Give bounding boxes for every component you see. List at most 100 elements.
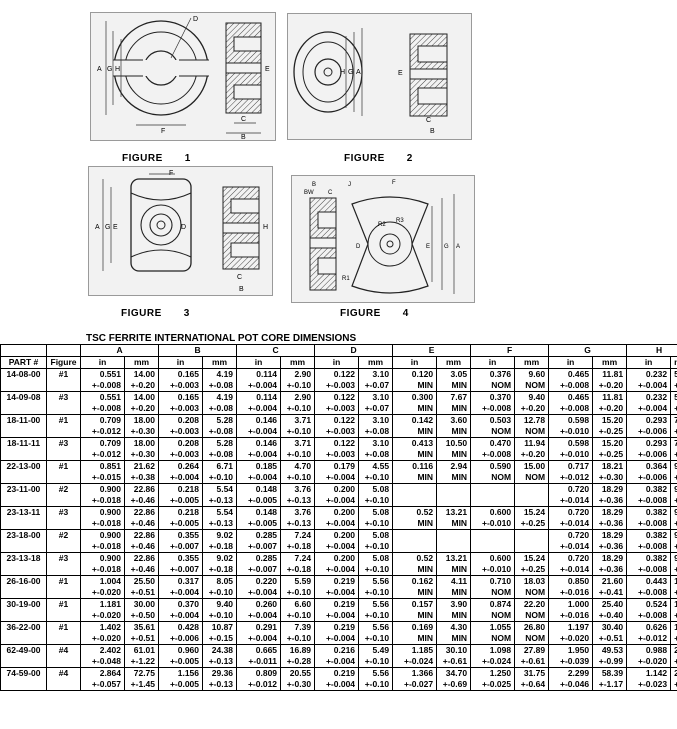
dimension-tolerance: MIN — [392, 472, 438, 484]
dimension-value: 13.21 — [436, 506, 472, 518]
dimension-value: 0.364 — [626, 460, 672, 472]
dimension-value: 22.86 — [123, 506, 160, 518]
dimension-value: 1.142 — [626, 667, 672, 679]
figure-ref-blank — [46, 449, 81, 461]
dimension-tolerance: +-0.10 — [670, 403, 677, 415]
dimension-tolerance: +-0.51 — [123, 587, 160, 599]
dimension-value: 0.219 — [314, 598, 360, 610]
figure-ref: #1 — [46, 621, 81, 633]
dimension-value — [514, 483, 550, 495]
dimension-tolerance: +-0.36 — [592, 564, 628, 576]
dimension-value: 9.60 — [514, 368, 550, 380]
dimension-tolerance: +-0.018 — [80, 541, 125, 553]
part-number: 26-16-00 — [0, 575, 47, 587]
figure-ref-blank — [46, 541, 81, 553]
dimension-value: 0.142 — [392, 414, 438, 426]
dimension-tolerance: MIN — [436, 633, 472, 645]
dimension-value: 0.122 — [314, 368, 360, 380]
dimension-tolerance: +-0.004 — [626, 380, 672, 392]
header-unit-mm: mm — [358, 356, 394, 369]
part-number-blank — [0, 495, 47, 507]
part-number: 36-22-00 — [0, 621, 47, 633]
dimension-value: 0.598 — [548, 414, 594, 426]
dim-label-g: G — [105, 224, 110, 231]
dimension-tolerance: MIN — [436, 472, 472, 484]
header-unit-in: in — [236, 356, 282, 369]
dimension-tolerance: +-0.004 — [236, 449, 282, 461]
dimension-value: 49.53 — [592, 644, 628, 656]
dimension-tolerance: +-0.25 — [592, 426, 628, 438]
dimension-tolerance: +-0.004 — [158, 587, 204, 599]
dimension-tolerance: +-0.13 — [280, 518, 316, 530]
dimension-tolerance: NOM — [470, 472, 516, 484]
header-dimension: B — [158, 344, 238, 357]
dimension-tolerance: +-0.08 — [202, 426, 238, 438]
dimension-tolerance: +-0.007 — [158, 541, 204, 553]
dimension-tolerance: MIN — [436, 587, 472, 599]
dimension-value: 34.70 — [436, 667, 472, 679]
dimension-tolerance: +-0.005 — [158, 656, 204, 668]
dimension-tolerance: MIN — [392, 449, 438, 461]
dimension-value — [392, 483, 438, 495]
dimension-value: 3.76 — [280, 483, 316, 495]
dimension-tolerance: +-0.41 — [592, 587, 628, 599]
header-unit-mm: mm — [670, 356, 677, 369]
dimension-value — [392, 529, 438, 541]
dim-label-a: A — [356, 69, 361, 76]
dimension-value: 2.90 — [280, 391, 316, 403]
dimension-tolerance — [514, 541, 550, 553]
figure-ref: #4 — [46, 667, 81, 679]
dimension-value: 25.10 — [670, 644, 677, 656]
header-dimension: F — [470, 344, 550, 357]
header-unit-in: in — [392, 356, 438, 369]
dimension-value: 0.232 — [626, 391, 672, 403]
dimension-value: 5.59 — [280, 575, 316, 587]
dimension-tolerance: +-0.10 — [280, 610, 316, 622]
dimension-value: 0.52 — [392, 552, 438, 564]
dimension-value: 0.382 — [626, 552, 672, 564]
header-dimension: G — [548, 344, 628, 357]
dimension-tolerance: MIN — [436, 564, 472, 576]
dimension-tolerance: MIN — [392, 610, 438, 622]
figure-ref: #1 — [46, 414, 81, 426]
dimension-value: 27.89 — [514, 644, 550, 656]
header-dimension: C — [236, 344, 316, 357]
dimension-tolerance: +-0.18 — [280, 564, 316, 576]
dimension-value: 5.56 — [358, 621, 394, 633]
dimension-value: 22.20 — [514, 598, 550, 610]
dimension-tolerance: +-0.012 — [236, 679, 282, 691]
dimension-value: 0.220 — [236, 575, 282, 587]
dimension-value: 18.29 — [592, 529, 628, 541]
dim-label-b: B — [239, 286, 244, 293]
dimension-tolerance: +-0.07 — [358, 380, 394, 392]
dimension-value: 30.10 — [436, 644, 472, 656]
dim-label-d: D — [181, 224, 186, 231]
header-unit-mm: mm — [280, 356, 316, 369]
dimension-value: 2.90 — [280, 368, 316, 380]
header-unit-in: in — [80, 356, 125, 369]
dimension-value: 0.376 — [470, 368, 516, 380]
dimension-value: 9.70 — [670, 529, 677, 541]
dimension-value: 0.665 — [236, 644, 282, 656]
dimension-value: 11.25 — [670, 575, 677, 587]
dimension-tolerance: +-0.10 — [358, 587, 394, 599]
dimension-value: 0.809 — [236, 667, 282, 679]
dimension-value: 5.28 — [202, 414, 238, 426]
part-number-blank — [0, 564, 47, 576]
dimension-tolerance: NOM — [470, 587, 516, 599]
dim-label-e: E — [398, 70, 403, 77]
dimension-tolerance: +-0.003 — [314, 426, 360, 438]
header-unit-mm: mm — [514, 356, 550, 369]
dimension-value: 15.20 — [592, 414, 628, 426]
dimension-tolerance: +-0.008 — [80, 403, 125, 415]
dimension-value: 3.10 — [358, 414, 394, 426]
dimension-tolerance: +-0.004 — [314, 679, 360, 691]
dimension-tolerance: +-0.004 — [236, 380, 282, 392]
dimension-tolerance: +-0.07 — [358, 403, 394, 415]
dimension-tolerance: +-0.004 — [236, 426, 282, 438]
dimension-tolerance: +-0.13 — [280, 495, 316, 507]
